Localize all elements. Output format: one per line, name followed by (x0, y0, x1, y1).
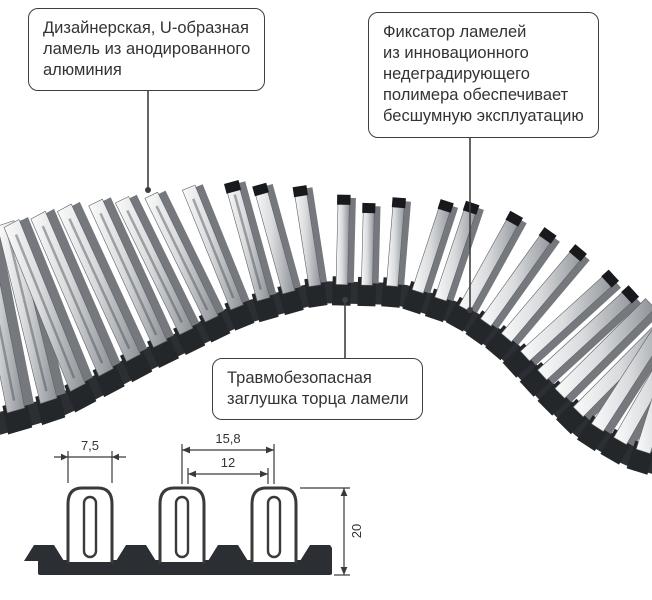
callout-fixator-text: Фиксатор ламелей из инновационного недег… (383, 23, 584, 126)
callout-lamella: Дизайнерская, U-образная ламель из аноди… (28, 8, 266, 92)
dim-label-inner: 12 (221, 455, 235, 470)
u-profile-section (66, 486, 114, 564)
dim-label-height: 20 (349, 524, 364, 538)
callout-endcap-text: Травмобезопасная заглушка торца ламели (227, 369, 409, 409)
polymer-tooth (300, 545, 332, 561)
dimension-lamella-width: 7,5 (54, 438, 126, 483)
callout-endcap: Травмобезопасная заглушка торца ламели (212, 358, 424, 421)
cross-section-drawing: 7,5 15,8 12 (24, 431, 364, 576)
dimension-pitch: 15,8 (181, 431, 275, 484)
base-band (38, 560, 332, 575)
callout-lamella-text: Дизайнерская, U-образная ламель из аноди… (43, 19, 251, 80)
lamellas (0, 180, 652, 475)
leader-lines (145, 86, 473, 358)
dim-label-lamella-width: 7,5 (81, 438, 99, 453)
polymer-tooth (24, 545, 64, 561)
leader-dot-fixator (467, 307, 473, 313)
dimension-inner: 12 (187, 455, 269, 484)
leader-dot-lamella (145, 187, 151, 193)
polymer-tooth (116, 545, 156, 561)
u-profile-section (250, 486, 298, 564)
polymer-tooth (208, 545, 248, 561)
callout-fixator: Фиксатор ламелей из инновационного недег… (368, 12, 599, 138)
u-profile-section (158, 486, 206, 564)
dim-label-pitch: 15,8 (215, 431, 240, 446)
dimension-height: 20 (300, 487, 364, 576)
leader-dot-endcap (342, 297, 348, 303)
